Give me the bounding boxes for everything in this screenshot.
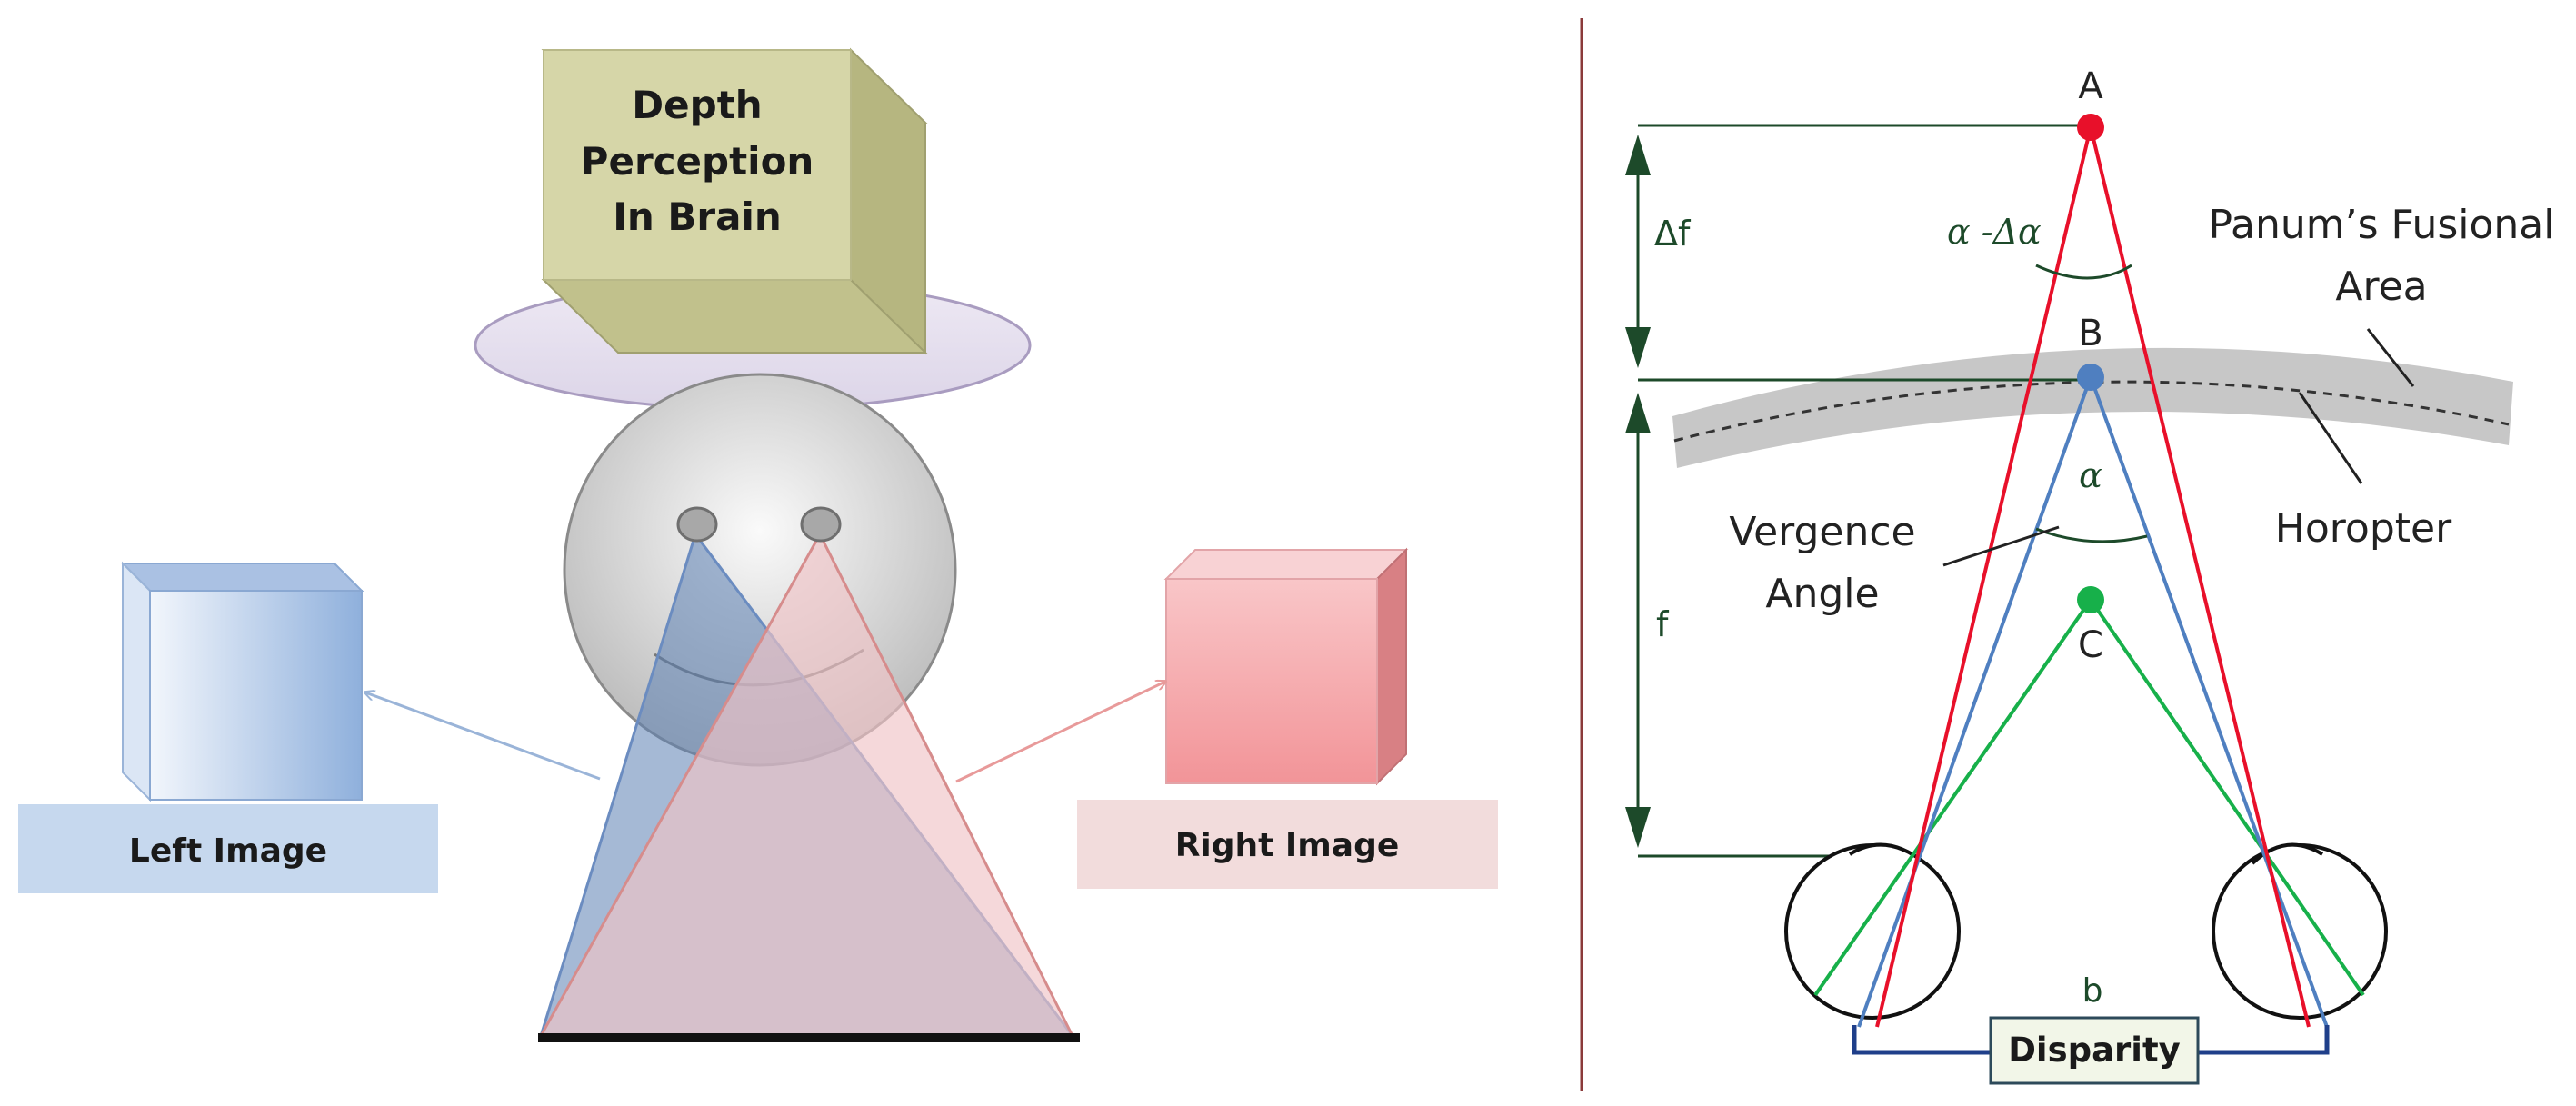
delta-f-arrow-up — [1625, 135, 1651, 175]
point-b-dot — [2077, 364, 2104, 391]
left-eye — [676, 506, 718, 543]
panum-fusional-area — [1672, 347, 2513, 468]
right-eyeball — [2212, 842, 2388, 1020]
delta-f-label: Δf — [1654, 214, 1692, 254]
brain-cube-line-2: Perception — [581, 139, 814, 184]
ray-blue-left — [1857, 376, 2092, 1028]
arc-alpha-minus — [2035, 264, 2132, 280]
right-image-cube — [1163, 547, 1409, 786]
f-label: f — [1656, 604, 1670, 644]
brain-cube-line-3: In Brain — [613, 194, 782, 239]
right-diagram: Disparity A B C Δf f b α -Δα α Panum’s F… — [1625, 65, 2555, 1085]
alpha-minus-label: α -Δα — [1947, 212, 2042, 252]
left-image-cube — [120, 561, 364, 802]
vergence-label-line-1: Vergence — [1729, 509, 1915, 555]
ray-green-left — [1813, 598, 2092, 997]
leader-vergence — [1942, 525, 2060, 567]
point-a-label: A — [2078, 65, 2103, 107]
point-a-dot — [2077, 114, 2104, 141]
horopter-label: Horopter — [2275, 505, 2452, 552]
ray-red-left — [1875, 126, 2092, 1028]
leader-panum — [2366, 328, 2415, 387]
alpha-label: α — [2079, 455, 2102, 495]
left-image-label: Left Image — [129, 832, 327, 870]
leader-horopter — [2298, 392, 2363, 484]
left-image-label-box — [18, 804, 438, 893]
right-image-arrow — [955, 682, 1165, 783]
vergence-label-line-2: Angle — [1765, 571, 1879, 617]
disparity-label: Disparity — [2008, 1031, 2181, 1070]
left-diagram: Depth Perception In Brain Left Image Rig… — [18, 47, 1498, 1042]
point-c-label: C — [2078, 624, 2103, 666]
panum-label-line-1: Panum’s Fusional — [2209, 202, 2555, 248]
f-arrow-up — [1625, 393, 1651, 433]
right-eye — [800, 506, 842, 543]
right-image-label: Right Image — [1175, 827, 1400, 864]
ray-red-right — [2089, 126, 2311, 1028]
left-image-arrow — [365, 692, 601, 781]
right-image-label-box — [1077, 800, 1498, 889]
brain-cube: Depth Perception In Brain — [541, 47, 928, 355]
disparity-box — [1989, 1016, 2200, 1085]
brain-cube-line-1: Depth — [632, 83, 762, 127]
point-b-label: B — [2078, 313, 2102, 354]
point-c-dot — [2077, 586, 2104, 613]
f-arrow-down — [1625, 807, 1651, 848]
arc-alpha — [2035, 527, 2148, 543]
ray-green-right — [2089, 598, 2365, 997]
b-label: b — [2082, 972, 2103, 1010]
panum-label-line-2: Area — [2335, 264, 2427, 310]
ray-blue-right — [2089, 376, 2329, 1028]
delta-f-arrow-down — [1625, 327, 1651, 368]
